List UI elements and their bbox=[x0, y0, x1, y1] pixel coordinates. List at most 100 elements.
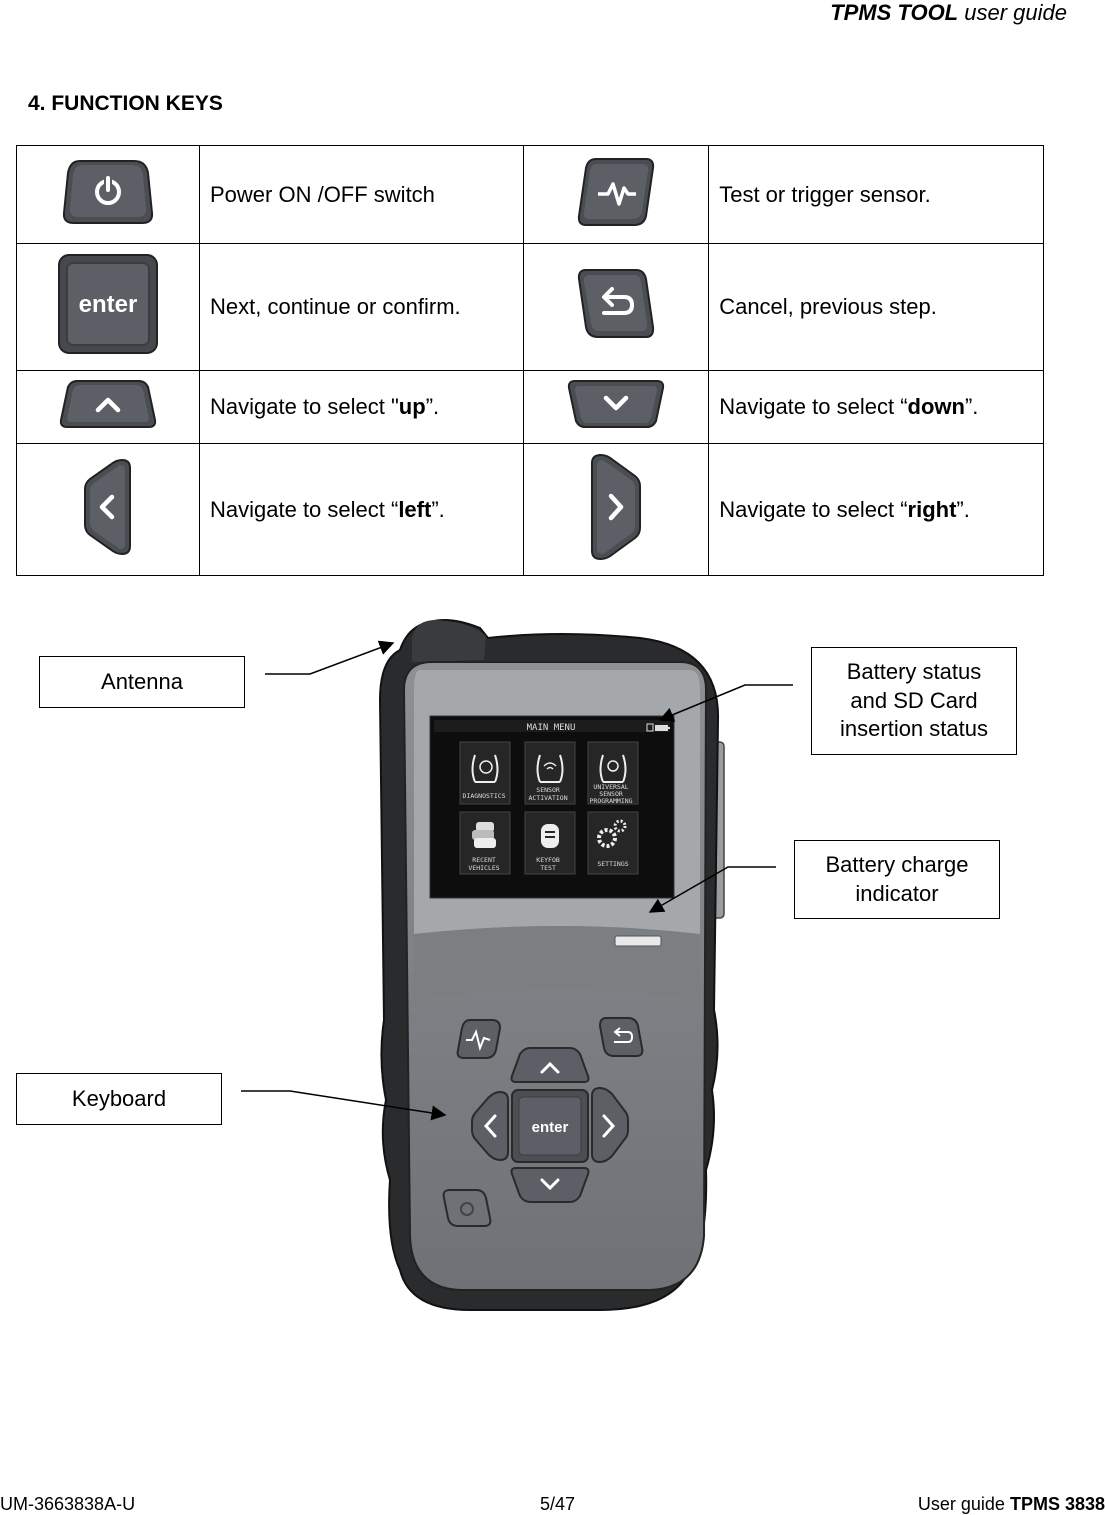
keyfob-icon bbox=[541, 824, 559, 848]
menu-label: RECENT bbox=[472, 856, 496, 864]
text-prefix: Navigate to select “ bbox=[719, 496, 908, 522]
callout-line: insertion status bbox=[840, 716, 988, 742]
screen-titlebar bbox=[434, 720, 670, 732]
battery-status-icon bbox=[655, 725, 668, 731]
key-description: Power ON /OFF switch bbox=[198, 145, 525, 244]
screen-menu: DIAGNOSTICS SENSOR ACTIVATION UNIVERSAL … bbox=[459, 741, 639, 875]
footer-doc-id: UM-3663838A-U bbox=[0, 1494, 136, 1514]
text-suffix: ”. bbox=[425, 394, 440, 419]
key-cell bbox=[523, 443, 710, 576]
key-description: Navigate to select “right”. bbox=[708, 443, 1044, 576]
key-cell bbox=[16, 443, 200, 576]
text-prefix: Navigate to select “ bbox=[210, 496, 399, 522]
chevron-left-icon bbox=[483, 1114, 497, 1138]
callout-line: Battery charge bbox=[825, 851, 969, 877]
menu-label: PROGRAMMING bbox=[590, 797, 633, 805]
battery-tip bbox=[668, 727, 670, 729]
antenna-leader-line bbox=[265, 640, 395, 675]
running-header: TPMS TOOL user guide bbox=[830, 0, 1067, 26]
enter-key-label: enter bbox=[532, 1119, 569, 1136]
key-cell bbox=[523, 370, 710, 444]
enter-key-label: enter bbox=[79, 291, 138, 318]
tire-search-icon bbox=[471, 754, 499, 783]
key-cell bbox=[523, 243, 710, 371]
signal-glyph bbox=[543, 762, 557, 770]
text-prefix: Navigate to select " bbox=[210, 394, 399, 419]
svg-text:DIAGNOSTICS SENSOR: DIAGNOSTICS SENSOR ACTIVATION UNIVERSAL … bbox=[463, 783, 637, 872]
footer-page-number: 5/47 bbox=[540, 1494, 576, 1514]
chevron-down-icon bbox=[568, 380, 665, 428]
chevron-right-icon bbox=[591, 453, 642, 560]
key-cell: enter bbox=[16, 243, 200, 371]
screen-title: MAIN MENU bbox=[527, 723, 576, 733]
text-bold: down bbox=[907, 394, 965, 419]
back-arrow-icon bbox=[613, 1027, 634, 1043]
section-title: 4. FUNCTION KEYS bbox=[28, 92, 223, 115]
menu-label: KEYFOB bbox=[536, 856, 560, 864]
gears-icon bbox=[597, 819, 627, 848]
text-suffix: ”. bbox=[964, 394, 979, 419]
sd-card-status-icon bbox=[646, 723, 654, 732]
keyboard-leader-line bbox=[241, 1090, 447, 1121]
battery-charge-leader-line bbox=[648, 866, 776, 913]
back-arrow-icon bbox=[578, 269, 655, 338]
callout-keyboard: Keyboard bbox=[16, 1073, 222, 1125]
key-description: Navigate to select “left”. bbox=[198, 443, 525, 576]
down-key[interactable] bbox=[510, 1167, 590, 1203]
pulse-icon bbox=[466, 1029, 491, 1052]
callout-line: Battery status bbox=[846, 659, 982, 685]
chevron-up-icon bbox=[59, 380, 157, 428]
key-description: Test or trigger sensor. bbox=[708, 145, 1044, 244]
chevron-left-icon bbox=[84, 458, 131, 555]
left-key[interactable] bbox=[471, 1090, 509, 1162]
test-key[interactable] bbox=[456, 1019, 502, 1059]
menu-label: VEHICLES bbox=[468, 864, 499, 872]
table-row: Navigate to select "up”. Navigate to sel… bbox=[16, 370, 1044, 444]
charge-indicator-led bbox=[614, 935, 662, 947]
right-key[interactable] bbox=[591, 1086, 629, 1164]
menu-label: SETTINGS bbox=[597, 860, 628, 868]
menu-label: TEST bbox=[540, 864, 556, 872]
chevron-right-icon bbox=[602, 1114, 616, 1138]
text-bold: up bbox=[398, 394, 426, 419]
menu-label: SENSOR bbox=[599, 790, 623, 798]
pulse-icon bbox=[578, 157, 655, 226]
enter-key-face bbox=[518, 1096, 582, 1156]
table-row: enter Next, continue or confirm. Cancel,… bbox=[16, 243, 1044, 371]
device-keypad: enter bbox=[442, 1017, 644, 1227]
text-suffix: ”. bbox=[431, 496, 445, 522]
menu-label: ACTIVATION bbox=[528, 794, 567, 802]
text-prefix: Navigate to select “ bbox=[719, 394, 908, 419]
menu-label: UNIVERSAL bbox=[593, 783, 628, 791]
key-description: Cancel, previous step. bbox=[708, 243, 1044, 371]
power-key[interactable] bbox=[442, 1189, 492, 1227]
key-description: Navigate to select “down”. bbox=[708, 370, 1044, 444]
text-suffix: ”. bbox=[956, 496, 970, 522]
key-description: Navigate to select "up”. bbox=[198, 370, 525, 444]
callout-antenna: Antenna bbox=[39, 656, 245, 708]
menu-label: SENSOR bbox=[536, 786, 560, 794]
text-bold: right bbox=[907, 496, 957, 522]
footer-guide-title: User guide TPMS 3838 bbox=[918, 1494, 1105, 1515]
tire-sensor-icon bbox=[599, 754, 627, 783]
menu-label: DIAGNOSTICS bbox=[463, 792, 506, 800]
callout-line: and SD Card bbox=[850, 687, 978, 713]
back-key[interactable] bbox=[598, 1017, 644, 1057]
footer-guide-prefix: User guide bbox=[917, 1494, 1010, 1514]
menu-item-sensor-activation[interactable] bbox=[524, 741, 576, 805]
footer-guide-model: TPMS 3838 bbox=[1009, 1494, 1105, 1514]
text-bold: left bbox=[398, 496, 432, 522]
key-description: Next, continue or confirm. bbox=[198, 243, 525, 371]
battery-status-leader-line bbox=[658, 684, 793, 722]
antenna bbox=[412, 620, 486, 662]
chevron-down-icon bbox=[540, 1178, 560, 1191]
chevron-up-icon bbox=[540, 1061, 560, 1074]
key-cell bbox=[523, 145, 710, 244]
sensor-glyph bbox=[607, 760, 619, 772]
header-suffix: user guide bbox=[964, 0, 1067, 25]
table-row: Navigate to select “left”. Navigate to s… bbox=[16, 443, 1044, 576]
power-icon bbox=[460, 1202, 474, 1216]
power-icon bbox=[62, 159, 154, 224]
menu-item-universal-sensor-programming[interactable] bbox=[587, 741, 639, 805]
